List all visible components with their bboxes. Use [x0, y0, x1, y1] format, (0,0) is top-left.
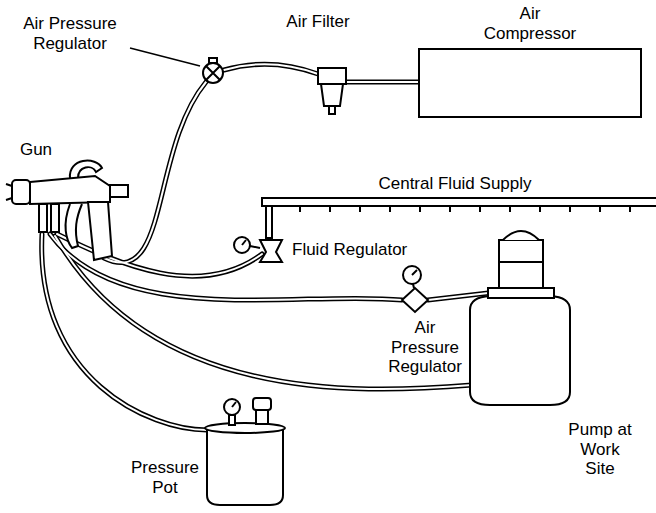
fluid-regulator	[234, 237, 282, 262]
part-label: Gun	[6, 140, 66, 160]
air-regulator-top	[203, 58, 223, 83]
part-label: Air Filter	[258, 12, 378, 32]
central-fluid-supply-pipe	[262, 198, 656, 238]
spray-gun	[6, 161, 128, 260]
part-label: Pump at Work Site	[565, 420, 635, 479]
compressor-outline	[418, 48, 642, 118]
part-label: Pressure Pot	[125, 458, 205, 497]
leader-line	[130, 48, 200, 66]
compressor-box: Air Compressor	[418, 4, 642, 118]
pressure-pot	[205, 398, 285, 505]
node-heading: Air Compressor	[480, 4, 580, 43]
part-label: Air Pressure Regulator	[383, 318, 468, 377]
hoses	[42, 64, 497, 430]
part-label: Fluid Regulator	[292, 240, 452, 260]
part-label: Central Fluid Supply	[340, 174, 570, 194]
air-regulator-mid	[402, 266, 428, 312]
pump	[470, 231, 570, 405]
air-filter	[318, 68, 346, 114]
part-label: Air Pressure Regulator	[5, 14, 135, 53]
